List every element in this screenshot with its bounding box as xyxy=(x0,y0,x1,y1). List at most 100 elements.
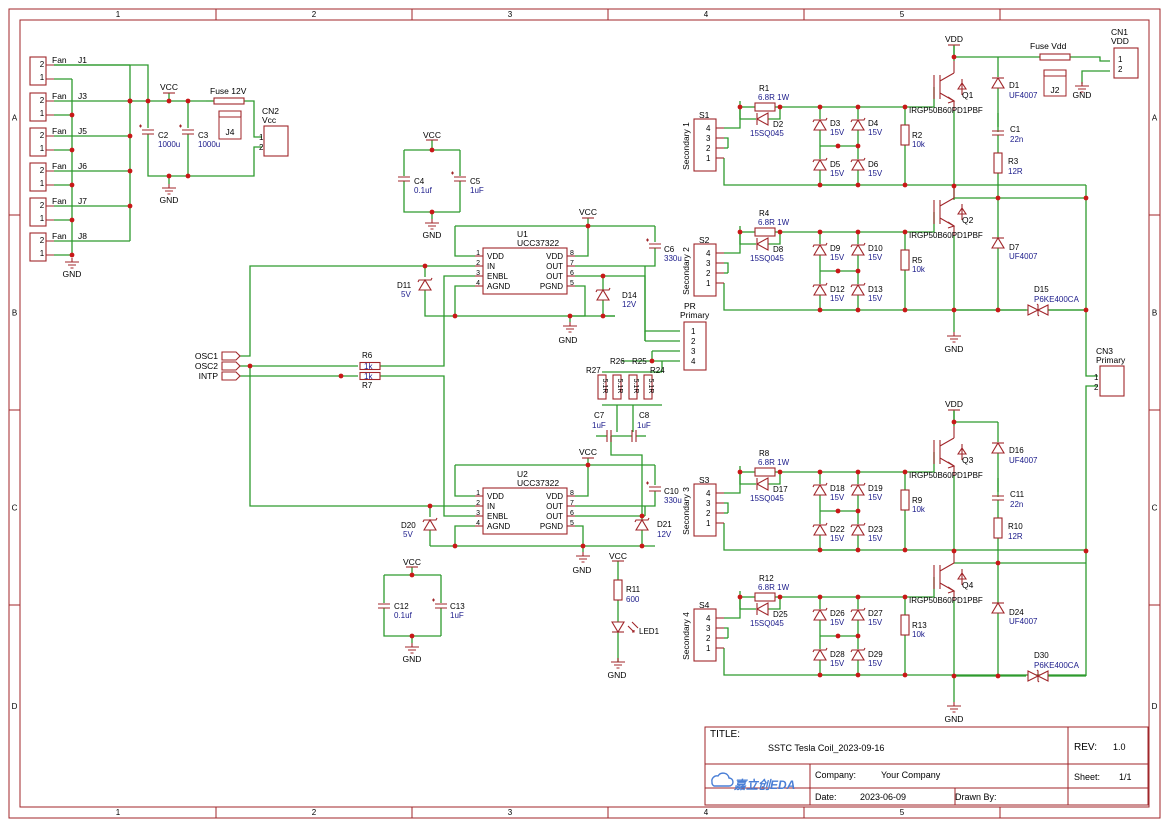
fuse-label: Fuse 12V xyxy=(210,86,247,96)
pin-number: 3 xyxy=(706,259,711,268)
junction-dot xyxy=(817,547,823,553)
c8-capacitor xyxy=(631,430,637,442)
port-label: OSC2 xyxy=(195,361,218,371)
cn3-connector xyxy=(1099,365,1125,397)
diode-bar xyxy=(812,282,828,288)
gate-resistor xyxy=(754,592,776,602)
junction-dot xyxy=(902,594,908,600)
gate-diode-ref: D17 xyxy=(773,485,788,494)
junction-dot xyxy=(69,252,75,258)
pin-name: ENBL xyxy=(487,272,508,281)
gate-diode xyxy=(755,237,769,251)
pin-name: IN xyxy=(487,262,495,271)
fan-ref: J8 xyxy=(78,231,87,241)
row-label: B xyxy=(12,309,17,318)
junction-dot xyxy=(145,98,151,104)
pin-name: PGND xyxy=(540,522,563,531)
igbt-diode xyxy=(956,79,968,95)
input-port xyxy=(221,351,241,361)
c2-ref: C2 xyxy=(158,131,169,140)
junction-dot xyxy=(855,229,861,235)
pin-number: 3 xyxy=(706,134,711,143)
wire xyxy=(739,232,756,245)
junction-dot xyxy=(166,98,172,104)
sheet-label: Sheet: xyxy=(1074,772,1100,782)
c10-capacitor xyxy=(649,486,661,492)
gate-diode xyxy=(755,477,769,491)
gnd-label: GND xyxy=(1073,90,1092,100)
c6-capacitor xyxy=(649,243,661,249)
junction-dot xyxy=(69,182,75,188)
d20-ref: D20 xyxy=(401,521,416,530)
column-label: 1 xyxy=(116,808,121,817)
junction-dot xyxy=(1083,307,1089,313)
snubber-resistor xyxy=(612,374,622,400)
vcc-label: VCC xyxy=(579,207,597,217)
gate-emitter-resistor xyxy=(900,249,910,271)
pin-number: 8 xyxy=(570,490,574,497)
junction-dot xyxy=(127,203,133,209)
diode-bar xyxy=(850,242,866,248)
pin-number: 2 xyxy=(476,260,480,267)
polarity-mark xyxy=(179,124,182,128)
junction-dot xyxy=(69,217,75,223)
zener-value: 15V xyxy=(830,169,845,178)
column-label: 3 xyxy=(508,10,513,19)
driver-ref: U2 xyxy=(517,469,528,479)
zener-ref: D3 xyxy=(830,119,841,128)
column-label: 5 xyxy=(900,10,905,19)
gate-diode-value: 15SQ045 xyxy=(750,619,784,628)
gnd-symbol xyxy=(947,702,961,713)
snubber-res-value: 12R xyxy=(1008,532,1023,541)
junction-dot xyxy=(338,373,344,379)
pr-label: Primary xyxy=(680,310,710,320)
d11-zener xyxy=(418,278,432,291)
pin-number: 4 xyxy=(706,614,711,623)
column-label: 4 xyxy=(704,10,709,19)
pin-line xyxy=(46,205,54,221)
cn3-label: Primary xyxy=(1096,355,1126,365)
junction-dot xyxy=(166,173,172,179)
pin-number: 1 xyxy=(40,249,45,258)
pin-number: 8 xyxy=(570,250,574,257)
pin-number: 1 xyxy=(40,214,45,223)
wire xyxy=(905,452,935,473)
junction-dot xyxy=(855,594,861,600)
zener-value: 15V xyxy=(868,618,883,627)
gate-diode-ref: D8 xyxy=(773,245,784,254)
led-arrows xyxy=(627,621,639,633)
diode-bar xyxy=(850,607,866,613)
pin-number: 4 xyxy=(476,280,480,287)
junction-dot xyxy=(127,168,133,174)
wire xyxy=(905,87,935,108)
rg-value: 10k xyxy=(912,630,926,639)
tvs-bar xyxy=(1036,303,1040,317)
input-port xyxy=(221,361,241,371)
wire xyxy=(723,648,1086,676)
wire xyxy=(240,265,425,357)
fuse-vdd-label: Fuse Vdd xyxy=(1030,41,1067,51)
row-label: C xyxy=(12,504,18,513)
junction-dot xyxy=(902,672,908,678)
r7-ref: R7 xyxy=(362,381,373,390)
c12-value: 0.1uf xyxy=(394,611,413,620)
pin-number: 1 xyxy=(40,73,45,82)
junction-dot xyxy=(995,673,1001,679)
junction-dot xyxy=(429,209,435,215)
row-label: A xyxy=(12,114,18,123)
pin-line xyxy=(46,100,54,116)
junction-dot xyxy=(835,633,841,639)
wire xyxy=(905,577,935,598)
pin-number: 2 xyxy=(706,634,711,643)
pin-number: 1 xyxy=(40,179,45,188)
junction-dot xyxy=(855,469,861,475)
driver-ic-body xyxy=(482,247,568,295)
pin-number: 2 xyxy=(40,201,45,210)
column-label: 4 xyxy=(704,808,709,817)
wire xyxy=(403,181,460,213)
igbt-diode xyxy=(956,444,968,460)
gnd-label: GND xyxy=(160,195,179,205)
igbt-diode xyxy=(956,204,968,220)
diode-bar xyxy=(812,242,828,248)
